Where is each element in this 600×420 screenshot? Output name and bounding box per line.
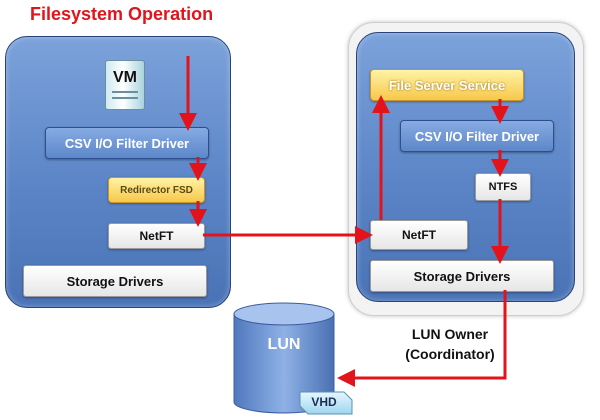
left-storage-drivers: Storage Drivers [23,265,207,297]
right-storage-drivers: Storage Drivers [370,260,554,292]
vm-slot [112,91,138,93]
right-netft: NetFT [370,220,468,250]
left-redirector-fsd: Redirector FSD [108,177,205,203]
lun-owner-label: LUN Owner (Coordinator) [394,324,506,364]
page-title: Filesystem Operation [30,4,214,24]
vm-icon: VM [105,60,145,110]
lun-owner-line1: LUN Owner [411,326,489,342]
lun-owner-line2: (Coordinator) [405,346,495,362]
ntfs-box: NTFS [475,173,531,201]
arrow-storage-to-lun [337,290,507,387]
vhd-label: VHD [311,395,337,409]
file-server-service: File Server Service [370,69,524,101]
vhd-icon [299,391,353,415]
left-netft: NetFT [108,223,205,249]
lun-label: LUN [267,336,301,353]
vm-label: VM [113,69,137,86]
right-csv-filter-driver: CSV I/O Filter Driver [400,120,554,152]
vm-slot [112,97,138,99]
lun-cylinder [233,302,335,414]
left-csv-filter-driver: CSV I/O Filter Driver [45,127,209,159]
